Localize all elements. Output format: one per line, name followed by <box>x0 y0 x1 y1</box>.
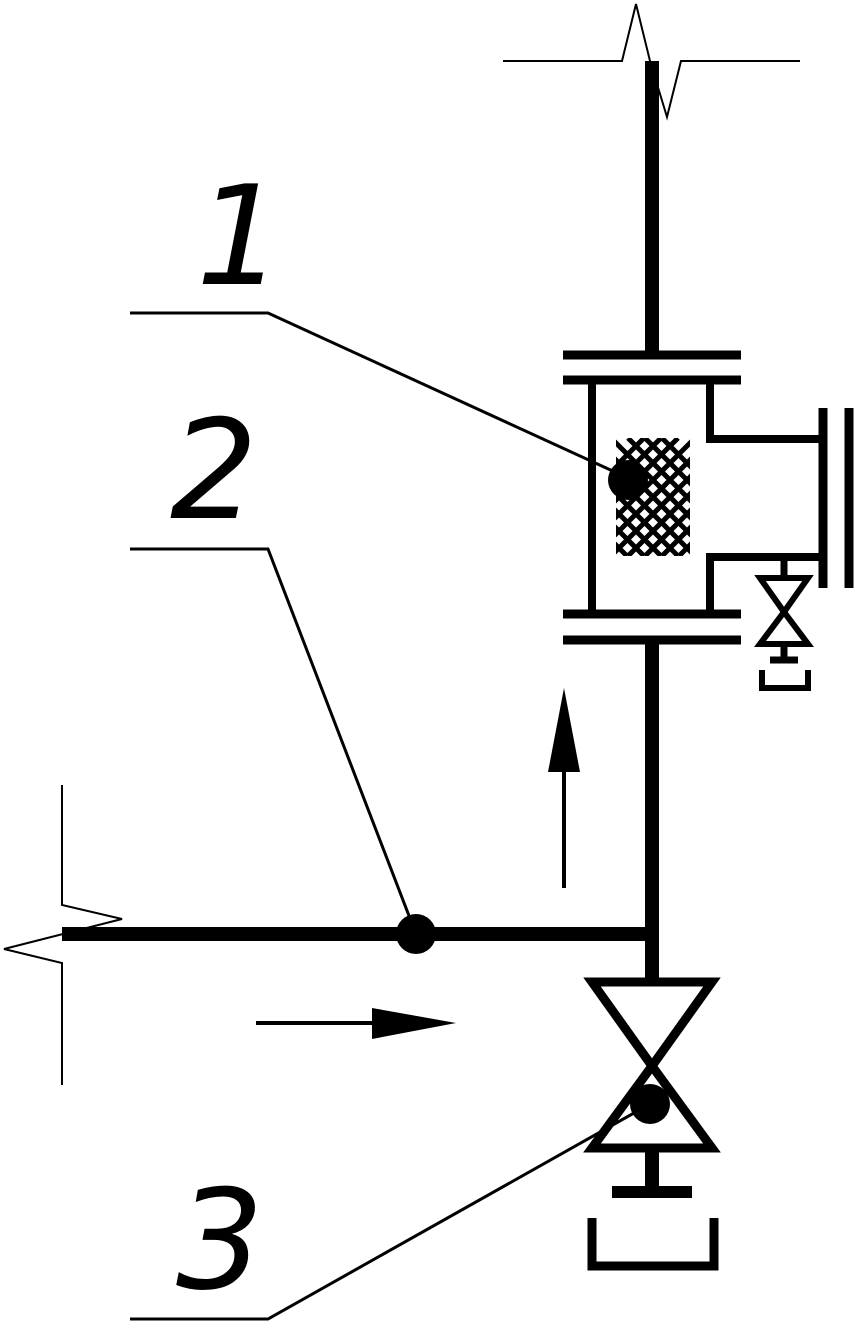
leader-line-3 <box>130 1102 651 1321</box>
leader-line-2 <box>130 547 418 935</box>
callout-dot-1 <box>608 460 648 500</box>
flow-arrow-right <box>256 1008 456 1039</box>
label-2: 2 <box>170 390 258 551</box>
callout-dot-2 <box>396 914 436 954</box>
callout-dot-3 <box>630 1084 670 1124</box>
leader-line-1 <box>130 311 629 480</box>
drain-valve-small <box>754 557 814 691</box>
label-1: 1 <box>196 156 284 317</box>
filter-mesh <box>616 438 690 556</box>
flow-arrow-up <box>548 688 580 888</box>
label-3: 3 <box>176 1160 264 1321</box>
main-valve <box>583 977 721 1271</box>
